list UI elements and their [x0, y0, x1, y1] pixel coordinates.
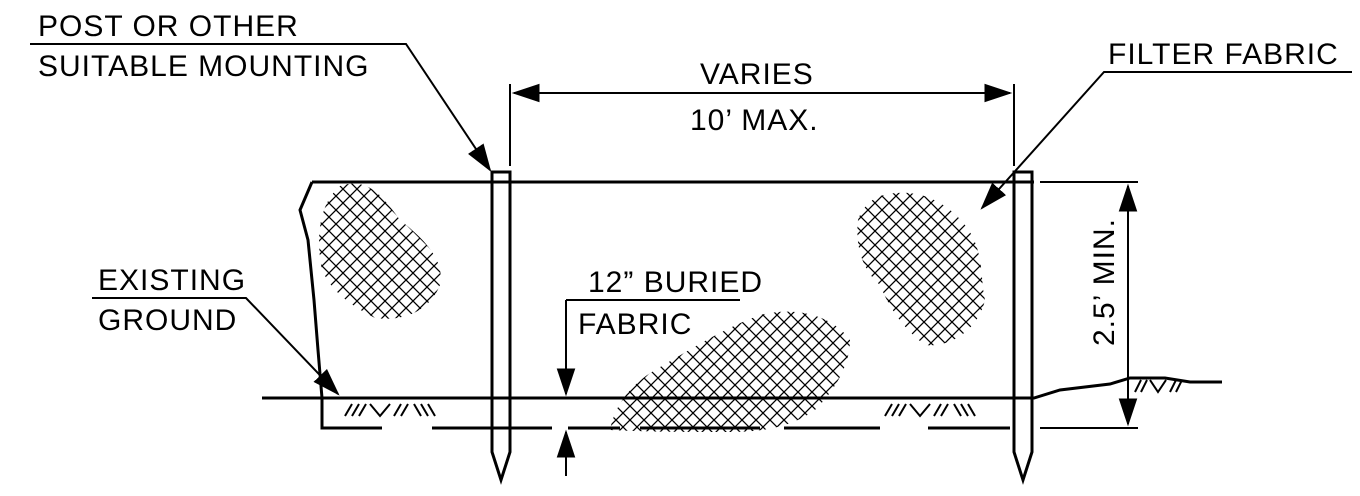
fabric-outline	[298, 180, 1034, 430]
fabric-hatch-patches	[319, 183, 985, 432]
leader-lines	[30, 43, 1352, 396]
label-buried-line1: 12” BURIED	[588, 266, 763, 299]
label-buried-line2: FABRIC	[578, 308, 692, 341]
fabric-hatch-center	[610, 311, 850, 432]
post-left	[490, 170, 512, 485]
label-post-line1: POST OR OTHER	[38, 10, 299, 43]
label-existing-line1: EXISTING	[98, 264, 246, 297]
label-spacing-line1: VARIES	[700, 58, 814, 91]
height-dimension	[1040, 181, 1138, 429]
fabric-hatch-left	[319, 183, 441, 319]
labels: POST OR OTHER SUITABLE MOUNTING VARIES 1…	[38, 10, 1339, 346]
label-existing-line2: GROUND	[98, 304, 237, 337]
spacing-dimension	[509, 83, 1015, 166]
label-post-line2: SUITABLE MOUNTING	[38, 50, 369, 83]
label-filter-fabric: FILTER FABRIC	[1108, 38, 1339, 71]
label-height: 2.5’ MIN.	[1088, 218, 1121, 346]
fabric-hatch-right	[857, 192, 985, 346]
label-spacing-line2: 10’ MAX.	[690, 104, 819, 137]
post-right	[1012, 170, 1034, 485]
